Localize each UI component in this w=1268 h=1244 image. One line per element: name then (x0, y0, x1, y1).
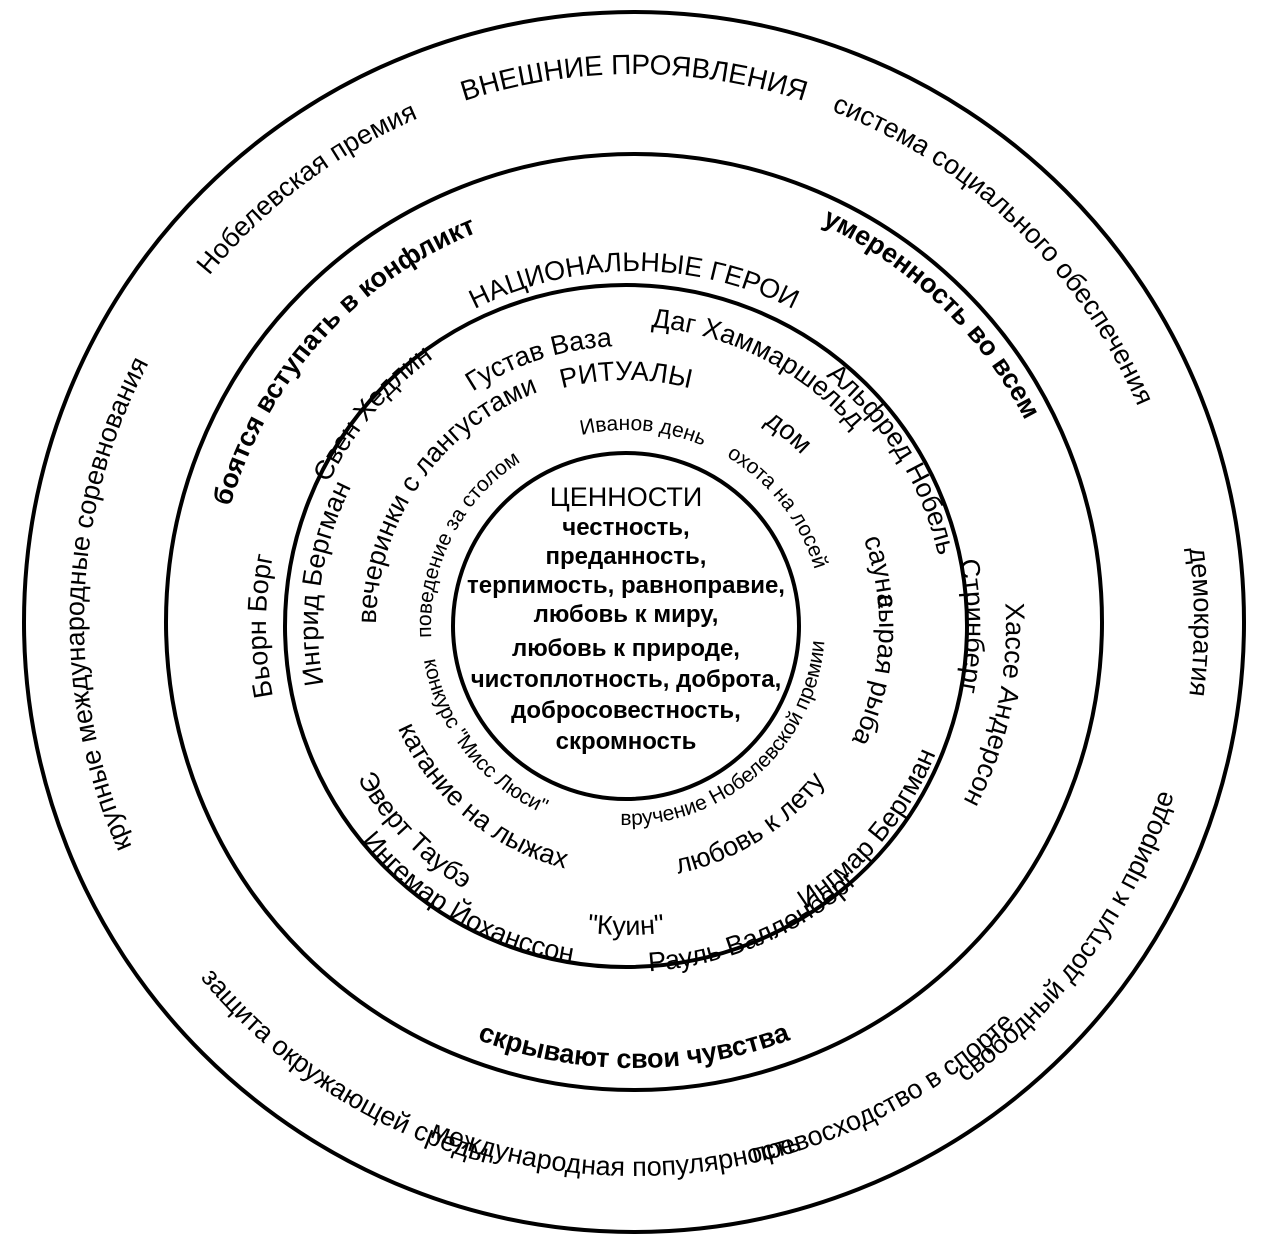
outer-item: Нобелевская премия (191, 96, 421, 280)
value-line: честность, (562, 514, 689, 541)
hero-item: Рауль Валленберг (647, 864, 863, 977)
outer-title: ВНЕШНИЕ ПРОЯВЛЕНИЯ (457, 49, 812, 107)
values-ring (451, 451, 801, 801)
rituals-title: РИТУАЛЫ (557, 356, 696, 394)
value-line: любовь к природе, (512, 635, 740, 662)
value-line: терпимость, равноправие, (467, 572, 785, 599)
heroes-ring (164, 152, 1104, 1092)
hero-item: Бьорн Борг (242, 551, 279, 701)
values-core: ЦЕННОСТИ честность, преданность, терпимо… (467, 482, 785, 755)
rituals-ring (283, 283, 969, 969)
ritual-item: охота на лосей (724, 441, 832, 571)
trait-label: скрывают свои чувства (475, 1017, 794, 1074)
ritual-item: сырая рыба (846, 593, 903, 751)
outer-ring (22, 10, 1246, 1234)
value-line: преданность, (546, 543, 707, 570)
value-line: чистоплотность, доброта, (471, 666, 782, 693)
hero-item: "Куин" (586, 909, 665, 941)
outer-item: крупные международные соревнования (60, 352, 154, 856)
value-line: скромность (556, 728, 697, 755)
hero-item: Ингрид Бергман (294, 476, 357, 688)
hero-item: Стринберг (954, 556, 990, 696)
ritual-item: дом (760, 404, 818, 459)
ritual-item: Иванов день (578, 412, 710, 450)
hero-item: Альфред Нобель (822, 358, 962, 558)
outer-item: защита окружающей среды (196, 962, 493, 1169)
value-line: добросовестность, (511, 697, 741, 724)
values-title: ЦЕННОСТИ (550, 482, 702, 512)
outer-item: демократия (1183, 546, 1218, 699)
value-line: любовь к миру, (534, 601, 719, 628)
